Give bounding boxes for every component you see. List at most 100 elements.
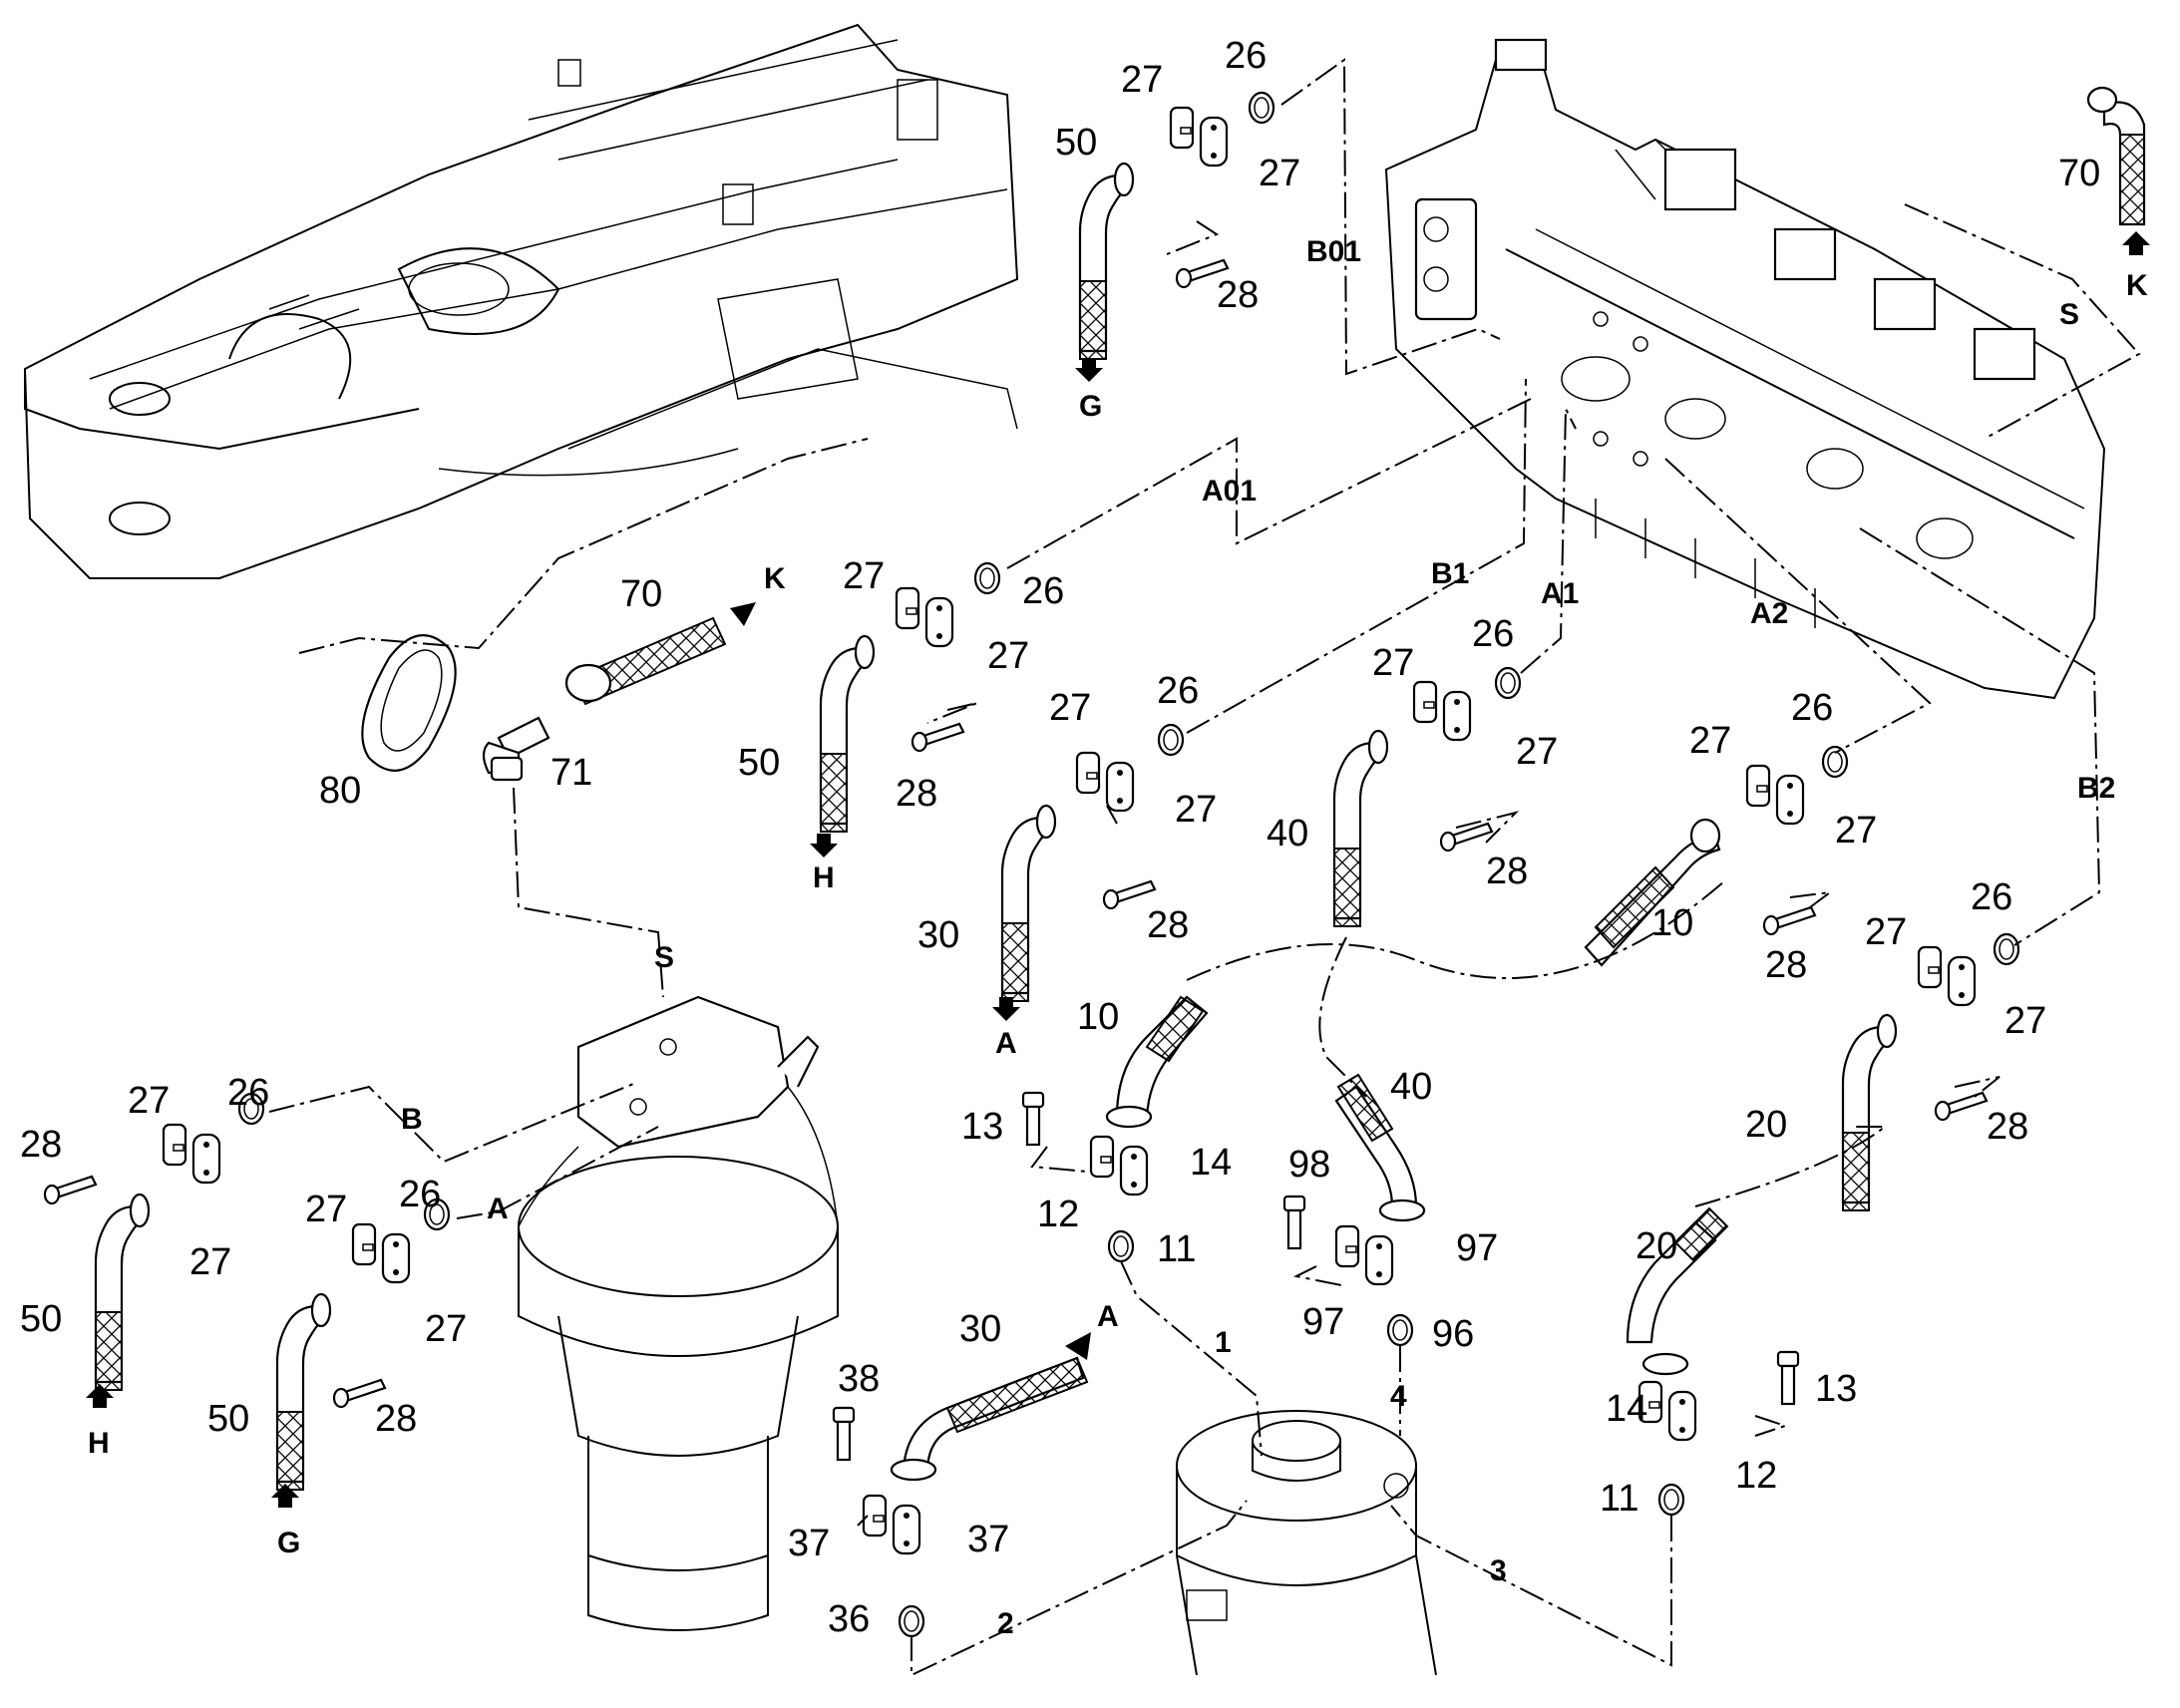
label-28: 28 <box>896 773 937 815</box>
label-27: 27 <box>305 1189 347 1230</box>
label-A01: A01 <box>1202 475 1257 508</box>
bolt-28-40 <box>1439 822 1494 853</box>
arrow-A-lower <box>1065 1332 1091 1360</box>
clamp-27-left <box>162 1123 221 1185</box>
oring-96 <box>1386 1313 1414 1347</box>
swivel-joint-illustration <box>1176 1410 1437 1676</box>
label-26: 26 <box>1791 687 1833 729</box>
label-12: 12 <box>1735 1455 1777 1497</box>
label-37: 37 <box>967 1519 1009 1560</box>
label-H: H <box>813 861 835 894</box>
label-30: 30 <box>917 914 959 956</box>
label-27: 27 <box>1259 153 1300 194</box>
label-26: 26 <box>1225 35 1267 77</box>
label-27: 27 <box>843 555 885 597</box>
label-26: 26 <box>1022 570 1064 612</box>
label-A: A <box>995 1027 1017 1060</box>
label-40: 40 <box>1390 1066 1432 1108</box>
label-11: 11 <box>1157 1228 1196 1270</box>
bolt-13-left <box>1021 1091 1045 1147</box>
label-28: 28 <box>1147 904 1189 946</box>
label-S: S <box>654 941 674 974</box>
label-26: 26 <box>1971 876 2012 918</box>
label-13: 13 <box>961 1106 1003 1148</box>
label-B1: B1 <box>1431 557 1469 590</box>
label-A2: A2 <box>1750 597 1788 630</box>
hose-30-lower <box>890 1356 1089 1482</box>
label-27: 27 <box>1175 789 1217 831</box>
label-28: 28 <box>1987 1106 2028 1148</box>
clamp-12-14-right <box>1637 1380 1697 1442</box>
label-27: 27 <box>1372 642 1414 684</box>
label-27: 27 <box>1121 59 1163 101</box>
bolt-13-right <box>1776 1350 1800 1406</box>
bolt-28-mid <box>910 722 965 753</box>
hose-40-upper <box>1332 729 1389 928</box>
label-50: 50 <box>20 1298 62 1340</box>
label-10: 10 <box>1077 996 1119 1038</box>
label-30: 30 <box>959 1308 1001 1350</box>
label-28: 28 <box>375 1398 417 1440</box>
oring-26-40 <box>1494 666 1522 700</box>
label-26: 26 <box>1472 613 1514 655</box>
clamp-27-left-lower <box>351 1222 411 1284</box>
label-70: 70 <box>620 573 662 615</box>
label-28: 28 <box>1765 944 1807 986</box>
label-97: 97 <box>1456 1227 1498 1269</box>
label-3: 3 <box>1490 1554 1507 1587</box>
label-B: B <box>401 1103 423 1136</box>
hose-40-lower <box>1334 1073 1426 1222</box>
label-14: 14 <box>1606 1388 1647 1430</box>
hose-50-top <box>1078 162 1135 361</box>
label-H: H <box>88 1427 110 1460</box>
label-37: 37 <box>788 1523 830 1564</box>
seal-80 <box>361 634 457 772</box>
hose-70-top-right <box>2086 86 2146 226</box>
label-27: 27 <box>128 1080 170 1122</box>
clamp-27-30 <box>1075 751 1135 813</box>
label-40: 40 <box>1267 813 1308 854</box>
hose-20-upper <box>1841 1013 1898 1212</box>
label-96: 96 <box>1432 1313 1474 1355</box>
oring-26-30 <box>1157 723 1185 757</box>
label-27: 27 <box>987 635 1029 677</box>
oring-26-10 <box>1821 745 1849 779</box>
label-1: 1 <box>1215 1326 1232 1359</box>
oring-11-left <box>1107 1229 1135 1263</box>
oring-11-right <box>1657 1483 1685 1517</box>
label-97: 97 <box>1302 1301 1344 1343</box>
arrow-down-H <box>810 834 838 857</box>
label-70: 70 <box>2058 153 2100 194</box>
label-27: 27 <box>189 1241 231 1283</box>
label-A: A <box>1097 1300 1119 1333</box>
label-14: 14 <box>1190 1142 1232 1184</box>
arrow-up-K <box>2122 231 2150 255</box>
label-27: 27 <box>1835 810 1877 852</box>
label-B01: B01 <box>1306 235 1361 268</box>
label-4: 4 <box>1390 1380 1407 1413</box>
label-36: 36 <box>828 1598 870 1640</box>
label-K: K <box>2126 269 2148 302</box>
label-27: 27 <box>1865 911 1907 953</box>
label-50: 50 <box>738 742 780 784</box>
label-28: 28 <box>20 1124 62 1166</box>
oring-26-20 <box>1993 932 2020 966</box>
hose-10-upper <box>1584 818 1721 967</box>
label-28: 28 <box>1217 274 1259 316</box>
label-2: 2 <box>997 1607 1014 1640</box>
clamp-27-20 <box>1917 945 1977 1007</box>
label-B2: B2 <box>2077 772 2115 805</box>
label-50: 50 <box>1055 122 1097 164</box>
label-27: 27 <box>1689 720 1731 762</box>
bolt-38 <box>832 1406 856 1462</box>
bolt-98 <box>1282 1195 1306 1250</box>
arrow-down-G <box>1075 358 1103 382</box>
label-98: 98 <box>1288 1144 1330 1186</box>
hose-70-mid <box>482 616 727 782</box>
label-27: 27 <box>1516 731 1558 773</box>
clamp-27-40 <box>1412 680 1472 742</box>
label-26: 26 <box>1157 670 1199 712</box>
control-valve-illustration <box>1384 38 2106 700</box>
clamp-27-top <box>1169 106 1229 168</box>
